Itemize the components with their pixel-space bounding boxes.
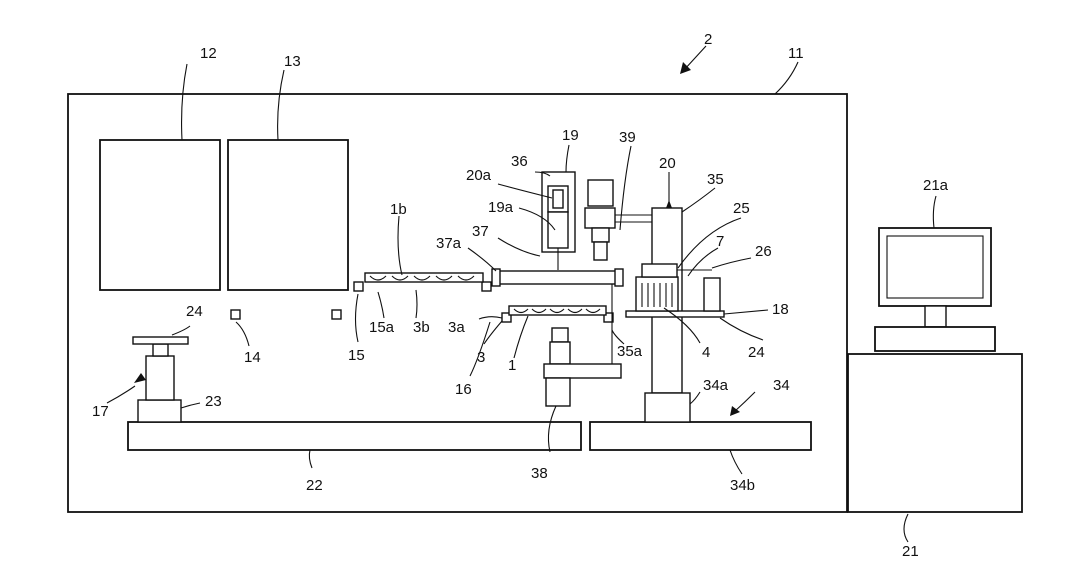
arrow-34-head (730, 406, 740, 416)
base-34b (589, 421, 812, 451)
monitor-21a (874, 227, 996, 352)
label-37a: 37a (436, 235, 462, 252)
label-2: 2 (704, 31, 712, 48)
label-39: 39 (619, 129, 636, 146)
actuator-38 (543, 284, 622, 407)
label-13: 13 (284, 53, 301, 70)
label-37: 37 (472, 223, 489, 240)
stage-18 (625, 263, 725, 318)
label-35: 35 (707, 171, 724, 188)
arrow-17-head (134, 373, 146, 383)
label-3: 3 (477, 349, 485, 366)
label-1: 1 (508, 357, 516, 374)
controller-21 (847, 353, 1023, 513)
label-23: 23 (205, 393, 222, 410)
label-34: 34 (773, 377, 790, 394)
label-4: 4 (702, 344, 710, 361)
panel-13 (227, 139, 349, 291)
base-22 (127, 421, 582, 451)
tray-1 (501, 305, 614, 323)
label-15: 15 (348, 347, 365, 364)
label-24-right: 24 (748, 344, 765, 361)
label-14: 14 (244, 349, 261, 366)
head-19 (541, 171, 576, 270)
label-22: 22 (306, 477, 323, 494)
label-7: 7 (716, 233, 724, 250)
leader-lines (106, 45, 937, 543)
label-25: 25 (733, 200, 750, 217)
label-34b: 34b (730, 477, 755, 494)
label-38: 38 (531, 465, 548, 482)
label-26: 26 (755, 243, 772, 260)
label-21a: 21a (923, 177, 949, 194)
lift-17 (132, 336, 189, 423)
arrow-2-head (680, 62, 691, 74)
label-20a: 20a (466, 167, 492, 184)
label-35a: 35a (617, 343, 643, 360)
sensor-14-right (331, 309, 342, 320)
reference-labels: 2 11 12 13 14 15 15a 1b 3b 3a 3 1 16 17 … (92, 31, 949, 560)
label-19a: 19a (488, 199, 514, 216)
label-1b: 1b (390, 201, 407, 218)
sensor-14-left (230, 309, 241, 320)
label-3a: 3a (448, 319, 465, 336)
label-34a: 34a (703, 377, 729, 394)
panel-12 (99, 139, 221, 291)
label-16: 16 (455, 381, 472, 398)
label-3b: 3b (413, 319, 430, 336)
label-18: 18 (772, 301, 789, 318)
label-19: 19 (562, 127, 579, 144)
label-24-left: 24 (186, 303, 203, 320)
tray-1b (353, 272, 492, 292)
arm-37 (491, 268, 624, 287)
label-11: 11 (788, 45, 804, 62)
label-36: 36 (511, 153, 528, 170)
label-21: 21 (902, 543, 919, 560)
label-20: 20 (659, 155, 676, 172)
camera-39 (584, 179, 652, 261)
label-15a: 15a (369, 319, 395, 336)
label-12: 12 (200, 45, 217, 62)
label-17: 17 (92, 403, 109, 420)
arrow-20-head (666, 200, 672, 208)
